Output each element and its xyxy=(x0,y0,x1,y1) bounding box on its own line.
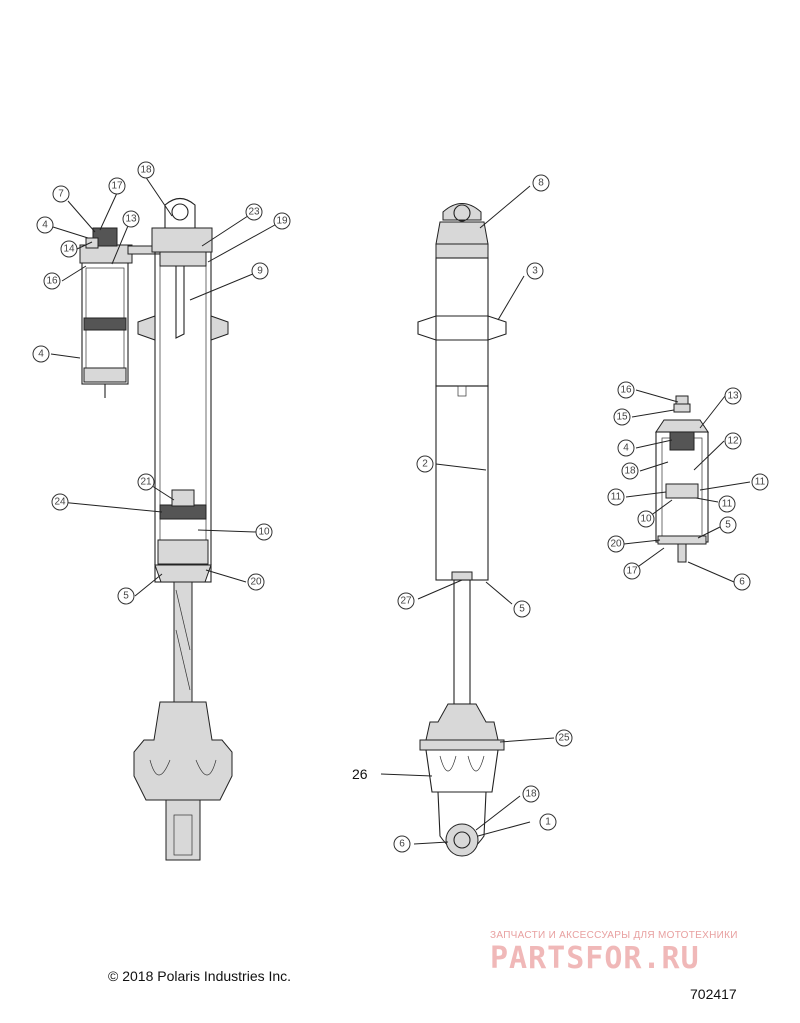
callout: 5 xyxy=(513,600,531,618)
copyright-notice: © 2018 Polaris Industries Inc. xyxy=(108,968,292,984)
reservoir-piston xyxy=(83,317,127,331)
svg-text:6: 6 xyxy=(739,577,745,588)
callout: 7 xyxy=(52,185,70,203)
callout: 3 xyxy=(526,262,544,280)
callout: 13 xyxy=(122,210,140,228)
svg-text:11: 11 xyxy=(611,492,622,503)
callout: 21 xyxy=(137,473,155,491)
main-piston xyxy=(159,504,207,520)
svg-text:9: 9 xyxy=(257,266,263,277)
callout: 4 xyxy=(32,345,50,363)
svg-text:5: 5 xyxy=(123,591,129,602)
svg-text:18: 18 xyxy=(624,466,636,477)
watermark-tagline: ЗАПЧАСТИ И АКСЕССУАРЫ ДЛЯ МОТОТЕХНИКИ xyxy=(490,930,738,941)
svg-text:3: 3 xyxy=(532,266,538,277)
svg-text:6: 6 xyxy=(399,839,405,850)
middle-shock-exterior-view xyxy=(417,203,507,857)
lower-eyelet xyxy=(445,823,479,857)
callout: 4 xyxy=(617,439,635,457)
callout: 6 xyxy=(733,573,751,591)
callout: 5 xyxy=(719,516,737,534)
svg-text:8: 8 xyxy=(538,178,544,189)
callout: 16 xyxy=(617,381,635,399)
callout: 15 xyxy=(613,408,631,426)
svg-text:7: 7 xyxy=(58,189,64,200)
svg-text:23: 23 xyxy=(248,207,260,218)
callout: 17 xyxy=(108,177,126,195)
callout: 20 xyxy=(247,573,265,591)
lower-mount xyxy=(133,701,233,801)
svg-text:16: 16 xyxy=(620,385,632,396)
svg-text:20: 20 xyxy=(610,539,622,550)
upper-body xyxy=(435,257,489,387)
callout: 8 xyxy=(532,174,550,192)
svg-text:11: 11 xyxy=(722,499,733,510)
callout: 5 xyxy=(117,587,135,605)
middle-shaft xyxy=(453,579,471,705)
svg-text:10: 10 xyxy=(640,514,652,525)
svg-text:4: 4 xyxy=(38,349,44,360)
callout: 10 xyxy=(255,523,273,541)
callout: 11 xyxy=(607,488,625,506)
svg-text:27: 27 xyxy=(400,596,412,607)
callout: 2 xyxy=(416,455,434,473)
callout: 19 xyxy=(273,212,291,230)
svg-text:19: 19 xyxy=(276,216,288,227)
callout: 24 xyxy=(51,493,69,511)
callout: 20 xyxy=(607,535,625,553)
plain-callout-26: 26 xyxy=(352,766,368,782)
svg-text:2: 2 xyxy=(422,459,428,470)
svg-text:25: 25 xyxy=(558,733,570,744)
callout: 9 xyxy=(251,262,269,280)
callout: 16 xyxy=(43,272,61,290)
callouts: 7 17 18 4 13 14 23 19 16 9 4 21 24 10 5 … xyxy=(32,161,769,853)
svg-text:16: 16 xyxy=(46,276,58,287)
svg-text:5: 5 xyxy=(519,604,525,615)
svg-text:21: 21 xyxy=(140,477,152,488)
svg-text:10: 10 xyxy=(258,527,270,538)
svg-text:13: 13 xyxy=(727,391,739,402)
watermark-brand: PARTSFOR.RU xyxy=(490,941,700,976)
callout: 6 xyxy=(393,835,411,853)
callout: 11 xyxy=(751,473,769,491)
callout: 11 xyxy=(718,495,736,513)
svg-text:4: 4 xyxy=(42,220,48,231)
svg-text:20: 20 xyxy=(250,577,262,588)
callout: 27 xyxy=(397,592,415,610)
callout: 1 xyxy=(539,813,557,831)
svg-text:15: 15 xyxy=(616,412,628,423)
drawing-number: 702417 xyxy=(690,986,737,1002)
callout: 18 xyxy=(137,161,155,179)
svg-text:18: 18 xyxy=(525,789,537,800)
callout: 25 xyxy=(555,729,573,747)
svg-text:14: 14 xyxy=(63,244,75,255)
callout: 12 xyxy=(724,432,742,450)
svg-text:12: 12 xyxy=(727,436,739,447)
right-reservoir-section-view xyxy=(655,395,709,563)
callout: 23 xyxy=(245,203,263,221)
callout: 13 xyxy=(724,387,742,405)
svg-text:18: 18 xyxy=(140,165,152,176)
svg-text:13: 13 xyxy=(125,214,137,225)
left-shock-section-view xyxy=(79,197,233,861)
svg-text:4: 4 xyxy=(623,443,629,454)
svg-text:5: 5 xyxy=(725,520,731,531)
svg-text:17: 17 xyxy=(626,566,638,577)
lower-body xyxy=(435,385,489,581)
callout: 17 xyxy=(623,562,641,580)
callout: 18 xyxy=(522,785,540,803)
callout: 18 xyxy=(621,462,639,480)
callout: 10 xyxy=(637,510,655,528)
svg-text:11: 11 xyxy=(755,477,766,488)
svg-text:24: 24 xyxy=(54,497,66,508)
svg-text:1: 1 xyxy=(545,817,551,828)
shaft xyxy=(173,581,193,703)
callout: 14 xyxy=(60,240,78,258)
main-body-tube xyxy=(154,251,212,583)
svg-text:17: 17 xyxy=(111,181,123,192)
callout: 4 xyxy=(36,216,54,234)
